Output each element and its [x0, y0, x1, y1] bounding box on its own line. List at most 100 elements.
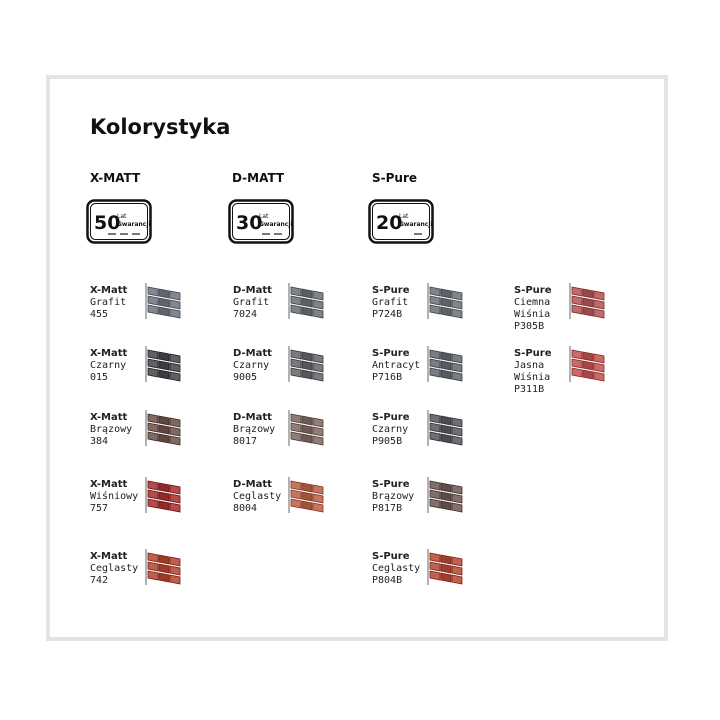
- swatch-label-line: Jasna: [514, 360, 545, 371]
- swatch-label-line: Czarny: [90, 360, 127, 371]
- swatch-label-line: 455: [90, 309, 109, 320]
- badge-years: 30: [236, 212, 262, 234]
- swatch-label-line: Grafit: [90, 297, 127, 308]
- swatch-label-line: P817B: [372, 503, 403, 514]
- roof-tile-sample-icon: [426, 547, 466, 592]
- swatch-label-line: Grafit: [372, 297, 409, 308]
- swatch-label-line: P311B: [514, 384, 545, 395]
- roof-tile-sample-icon: [287, 475, 327, 520]
- swatch-label-line: 742: [90, 575, 109, 586]
- roof-tile-sample-icon: [144, 408, 184, 453]
- swatch-label-line: Wiśnia: [514, 309, 551, 320]
- swatch-label-line: S-Pure: [372, 412, 410, 423]
- swatch-label-line: 757: [90, 503, 109, 514]
- svg-text:Gwarancji: Gwarancji: [117, 221, 150, 228]
- swatch-label-line: 8004: [233, 503, 258, 514]
- swatch-label-line: Wiśniowy: [90, 491, 139, 502]
- roof-tile-sample-icon: [144, 281, 184, 326]
- swatch-label-line: 7024: [233, 309, 258, 320]
- swatch-label-line: Brązowy: [90, 424, 133, 435]
- roof-tile-sample-icon: [287, 281, 327, 326]
- swatch-label-line: P716B: [372, 372, 403, 383]
- warranty-badge-spure: 20 Lat Gwarancji: [368, 199, 434, 244]
- page-title: Kolorystyka: [90, 115, 231, 139]
- roof-tile-sample-icon: [426, 344, 466, 389]
- swatch-label-line: 384: [90, 436, 109, 447]
- swatch-label-line: P724B: [372, 309, 403, 320]
- swatch-label-line: Wiśnia: [514, 372, 551, 383]
- roof-tile-sample-icon: [287, 408, 327, 453]
- roof-tile-sample-icon: [426, 475, 466, 520]
- warranty-badge-dmatt: 30 Lat Gwarancji: [228, 199, 294, 244]
- swatch-label-line: Ciemna: [514, 297, 551, 308]
- swatch-label-line: X-Matt: [90, 551, 128, 562]
- svg-text:Lat: Lat: [259, 213, 269, 220]
- swatch-label-line: S-Pure: [372, 348, 410, 359]
- column-title-xmatt: X-MATT: [90, 171, 141, 185]
- roof-tile-sample-icon: [426, 281, 466, 326]
- swatch-label-line: S-Pure: [372, 285, 410, 296]
- badge-years: 20: [376, 212, 402, 234]
- swatch-label-line: S-Pure: [514, 348, 552, 359]
- roof-tile-sample-icon: [144, 344, 184, 389]
- swatch-label-line: Grafit: [233, 297, 270, 308]
- swatch-label-line: D-Matt: [233, 348, 272, 359]
- swatch-label-line: X-Matt: [90, 285, 128, 296]
- svg-text:Gwarancji: Gwarancji: [259, 221, 292, 228]
- swatch-label-line: Brązowy: [372, 491, 415, 502]
- swatch-label-line: Czarny: [233, 360, 270, 371]
- swatch-label-line: 9005: [233, 372, 258, 383]
- swatch-label-line: S-Pure: [514, 285, 552, 296]
- badge-years: 50: [94, 212, 120, 234]
- roof-tile-sample-icon: [144, 547, 184, 592]
- swatch-label-line: S-Pure: [372, 551, 410, 562]
- swatch-label-line: D-Matt: [233, 285, 272, 296]
- swatch-label-line: 8017: [233, 436, 258, 447]
- swatch-label-line: X-Matt: [90, 412, 128, 423]
- roof-tile-sample-icon: [426, 408, 466, 453]
- swatch-label-line: S-Pure: [372, 479, 410, 490]
- roof-tile-sample-icon: [287, 344, 327, 389]
- roof-tile-sample-icon: [144, 475, 184, 520]
- swatch-label-line: X-Matt: [90, 479, 128, 490]
- swatch-label-line: Ceglasty: [233, 491, 282, 502]
- svg-text:Lat: Lat: [399, 213, 409, 220]
- svg-text:Lat: Lat: [117, 213, 127, 220]
- column-title-dmatt: D-MATT: [232, 171, 285, 185]
- swatch-label-line: Antracyt: [372, 360, 421, 371]
- swatch-label-line: 015: [90, 372, 109, 383]
- svg-text:Gwarancji: Gwarancji: [399, 221, 432, 228]
- swatch-label-line: P804B: [372, 575, 403, 586]
- swatch-label-line: D-Matt: [233, 479, 272, 490]
- roof-tile-sample-icon: [568, 344, 608, 389]
- column-title-spure: S-Pure: [372, 171, 418, 185]
- swatch-label-line: P305B: [514, 321, 545, 332]
- swatch-label-line: P905B: [372, 436, 403, 447]
- swatch-label-line: Czarny: [372, 424, 409, 435]
